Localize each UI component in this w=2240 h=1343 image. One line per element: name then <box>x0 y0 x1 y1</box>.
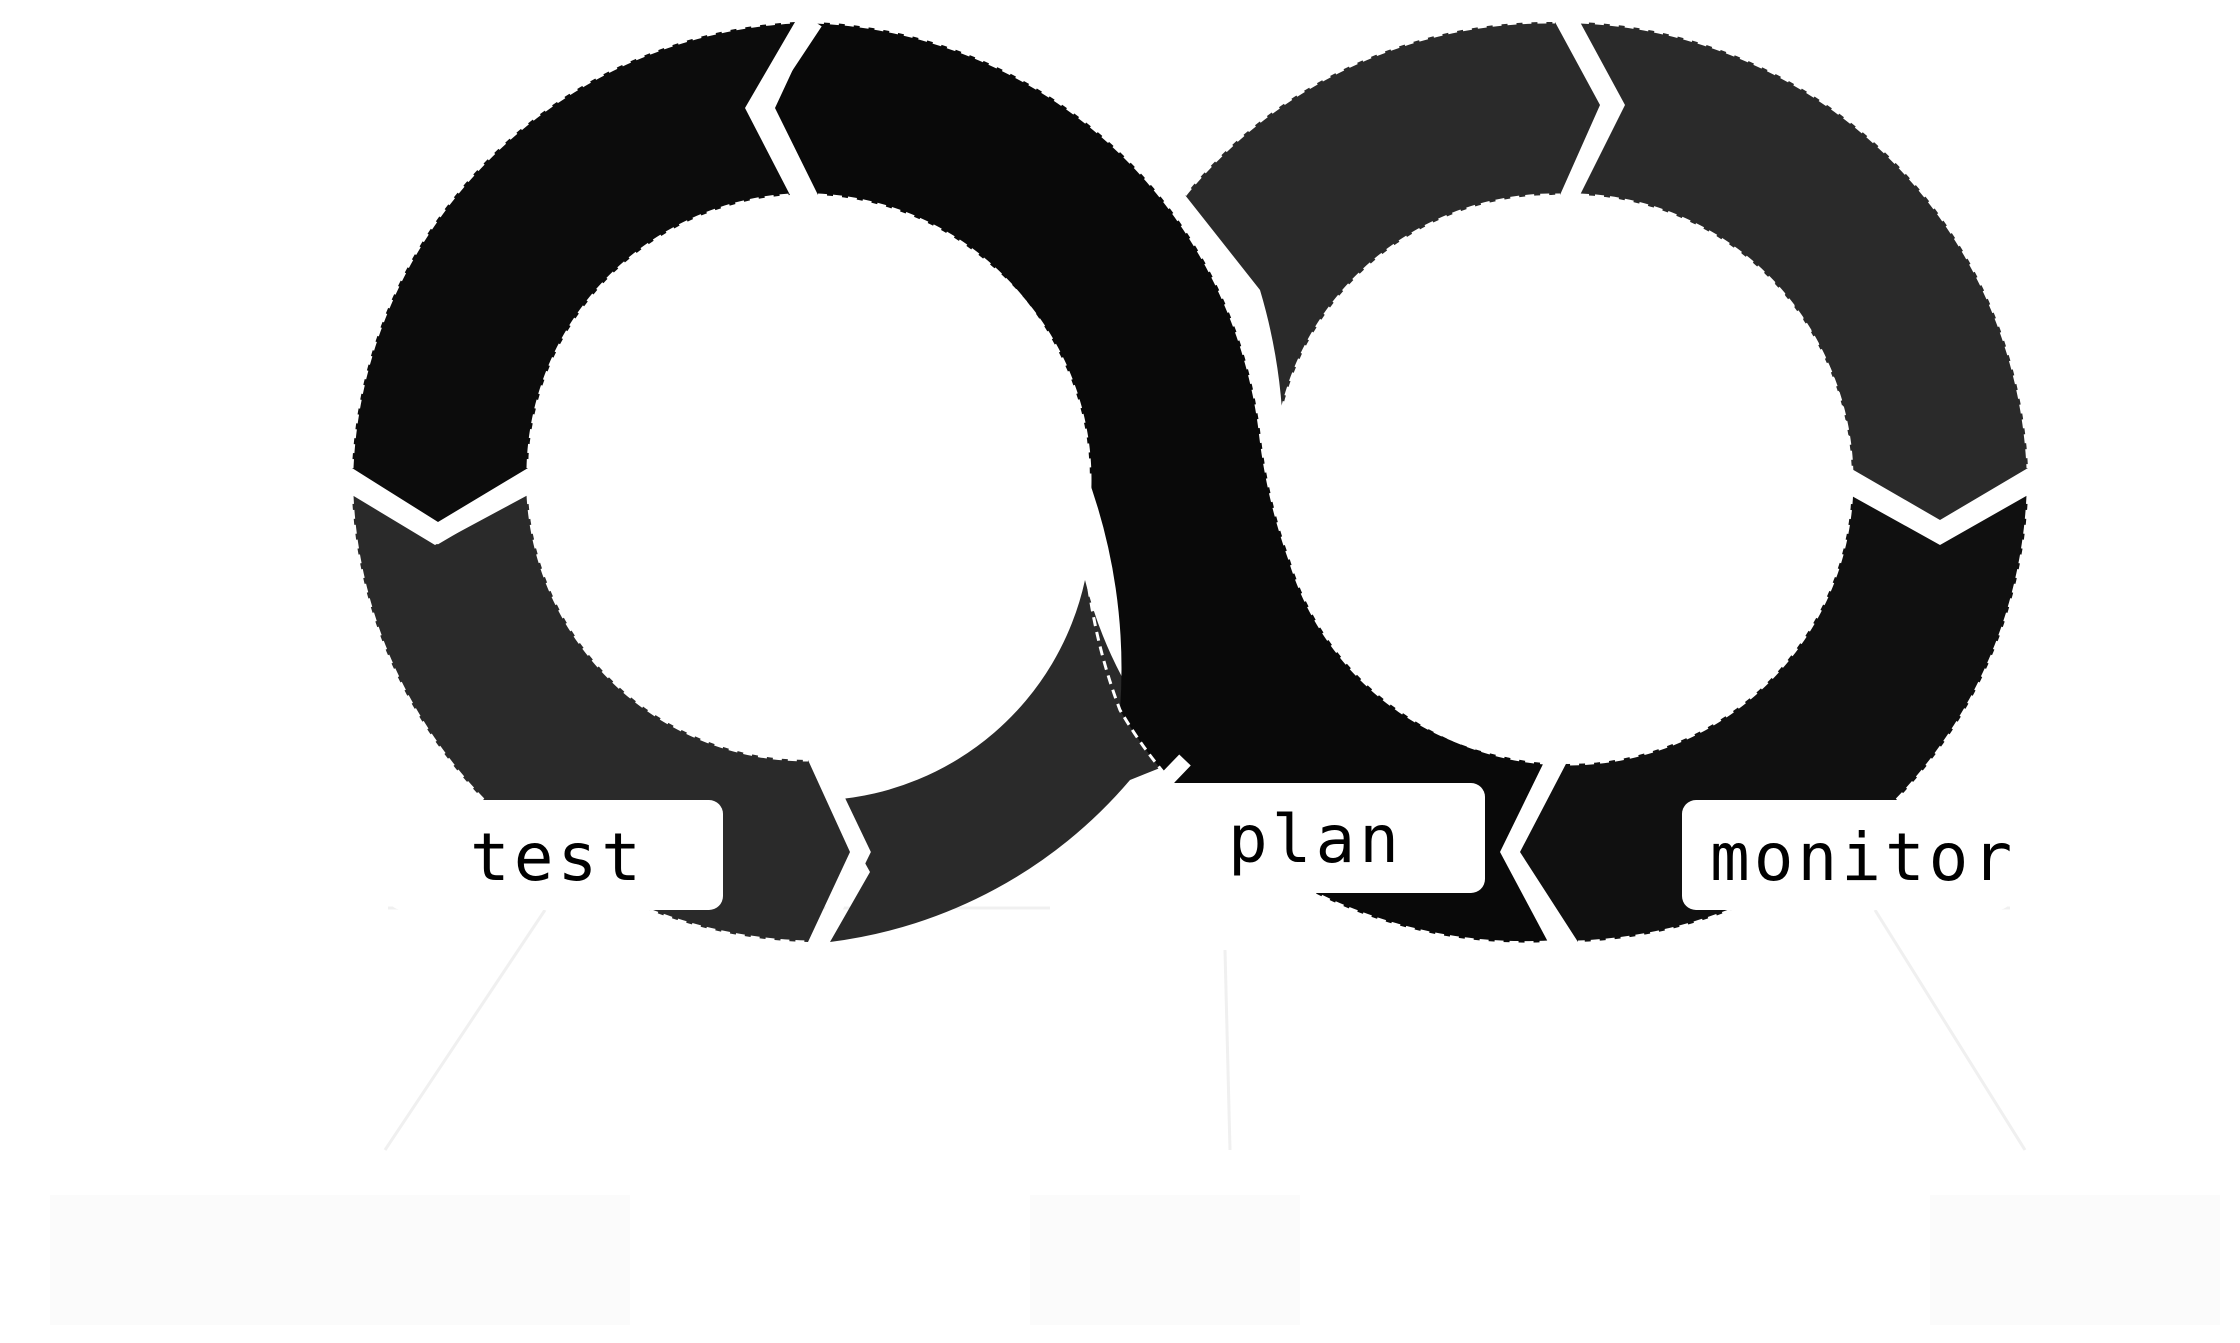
label-test-box <box>388 800 723 910</box>
segment-crossing-main <box>775 22 1548 943</box>
segment-right-top-right <box>1580 22 2028 520</box>
separator-left <box>347 475 533 545</box>
segment-outline-crossing-bottom <box>817 193 1549 945</box>
separator-top-left <box>748 17 822 199</box>
label-monitor-box <box>1682 800 2012 910</box>
faint-descriptions <box>50 1195 2220 1325</box>
segment-outline-crossing-top <box>814 20 1546 762</box>
label-monitor-text: monitor <box>1710 819 2016 896</box>
separator-bottom-left <box>810 756 871 946</box>
label-plan: plan <box>1135 783 1485 893</box>
connector-line-test-diagonal <box>383 909 547 1151</box>
segment-outline-right-top-right <box>1579 20 2030 469</box>
faint-description-plan <box>1030 1195 1300 1325</box>
segment-left-bottom-left <box>352 495 850 942</box>
center-crossing <box>775 20 1549 945</box>
connector-lines <box>383 906 2027 1151</box>
right-loop <box>1183 20 2030 944</box>
segment-left-bottom-right <box>830 580 1180 942</box>
segment-left-top-left <box>352 22 795 522</box>
separator-top-right <box>1560 18 1621 199</box>
label-plan-text: plan <box>1228 801 1403 878</box>
segment-right-top-left <box>1185 21 1600 411</box>
connector-line-monitor-diagonal <box>1873 909 2027 1151</box>
left-loop <box>350 20 1180 944</box>
segment-outline-left-inner-bottom <box>526 494 809 762</box>
left-loop-hole-outline <box>532 200 1092 760</box>
segment-right-bottom-right <box>1520 495 2028 942</box>
segment-outline-right-top <box>1183 20 1556 196</box>
connector-line-plan <box>1223 949 1232 1151</box>
label-test-text: test <box>470 819 645 896</box>
segment-outline-left-inner <box>526 193 791 469</box>
separator-bottom-right <box>1500 756 1567 946</box>
segment-outline-left-top <box>350 20 796 469</box>
separator-right <box>1845 475 2033 545</box>
right-loop-hole <box>1284 196 1852 764</box>
faint-description-test <box>50 1195 630 1325</box>
label-plan-box <box>1135 783 1485 893</box>
label-test: test <box>388 800 723 910</box>
left-loop-hole <box>534 202 1090 758</box>
label-monitor: monitor <box>1682 800 2016 910</box>
faint-description-monitor <box>1930 1195 2220 1325</box>
